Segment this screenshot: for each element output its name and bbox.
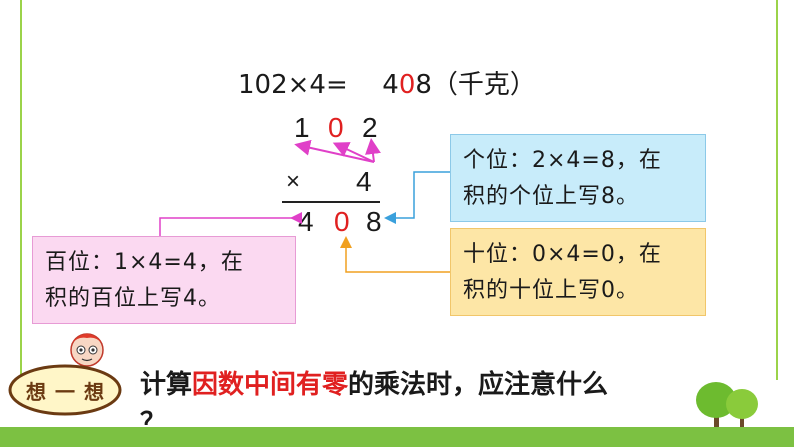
tens-place-note: 十位：0×4=0，在 积的十位上写0。 (450, 228, 706, 316)
multiply-arrows (294, 138, 381, 163)
question-part1: 计算 (140, 370, 193, 400)
equation-line: 102×4= 408（千克） (238, 64, 536, 101)
tens-note-line2: 积的十位上写0。 (463, 278, 639, 303)
ones-place-note: 个位：2×4=8，在 积的个位上写8。 (450, 134, 706, 222)
product-tens: 0 (334, 206, 350, 237)
grass-strip (0, 427, 794, 447)
calc-divider-line (282, 201, 380, 203)
hundreds-note-line2: 积的百位上写4。 (45, 286, 221, 311)
multiply-sign: × (286, 168, 301, 195)
equation-left: 102×4= (238, 70, 348, 100)
multiplicand-tens: 0 (328, 112, 344, 143)
hundreds-place-note: 百位：1×4=4，在 积的百位上写4。 (32, 236, 296, 324)
equation-answer-ones: 8 (415, 70, 432, 100)
tree-icon (696, 382, 758, 428)
ones-note-line1: 个位：2×4=8，在 (463, 148, 662, 173)
question-part2: 的乘法时，应注意什么 (348, 370, 609, 400)
question-highlight: 因数中间有零 (192, 370, 349, 400)
right-frame-line (776, 0, 778, 380)
tens-connector (340, 236, 450, 273)
think-char-1: 想 (26, 380, 46, 404)
equation-unit: （千克） (431, 70, 536, 100)
hundreds-note-line1: 百位：1×4=4，在 (45, 250, 244, 275)
think-char-3: 想 (84, 380, 104, 404)
equation-answer-zero: 0 (398, 70, 416, 100)
multiplier-value: 4 (356, 166, 372, 197)
multiplicand-hundreds: 1 (294, 112, 310, 143)
think-char-2: 一 (55, 380, 75, 404)
tens-note-line1: 十位：0×4=0，在 (463, 242, 662, 267)
left-frame-line (20, 0, 22, 380)
equation-answer-hundreds: 4 (382, 70, 399, 100)
think-badge: 想 一 想 (8, 364, 122, 416)
ones-note-line2: 积的个位上写8。 (463, 184, 639, 209)
product-ones: 8 (366, 206, 382, 237)
ones-connector (384, 171, 450, 224)
hundreds-connector (159, 212, 302, 236)
thinking-boy-icon (70, 333, 104, 367)
multiplicand-ones: 2 (362, 112, 378, 143)
